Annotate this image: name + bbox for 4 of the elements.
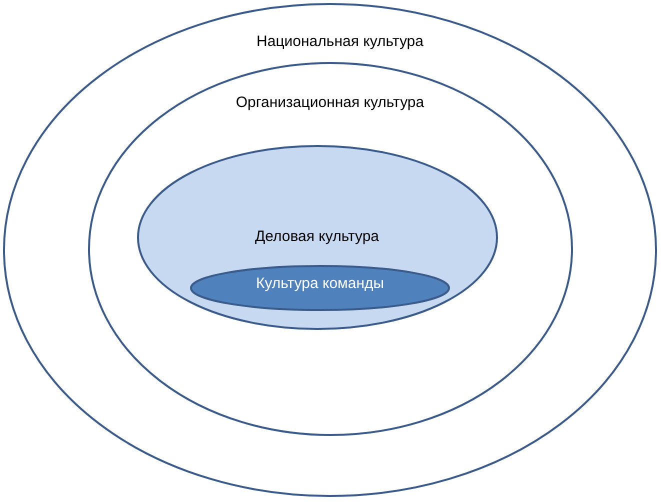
ellipse-label: Деловая культура — [254, 228, 380, 246]
ellipse-label: Культура команды — [256, 275, 384, 293]
ellipse-label: Национальная культура — [256, 33, 424, 51]
ellipse-label: Организационная культура — [236, 94, 424, 112]
